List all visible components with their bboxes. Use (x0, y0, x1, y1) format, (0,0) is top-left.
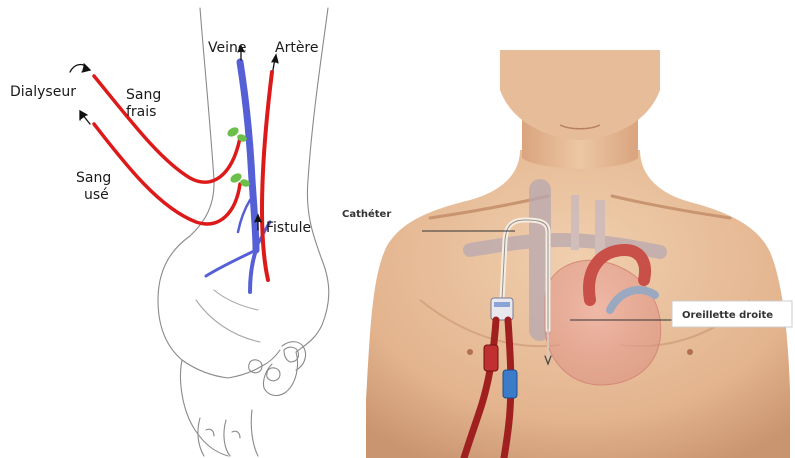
arm-fistula-diagram: Veine Artère Dialyseur Sang frais Sang u… (10, 8, 329, 456)
fresh-blood-line (94, 76, 240, 182)
nipple-left (467, 349, 473, 355)
label-dialyseur: Dialyseur (10, 84, 76, 100)
label-veine: Veine (208, 40, 246, 56)
label-catheter: Cathéter (342, 208, 391, 220)
needle-clamp-upper (226, 126, 248, 143)
label-sang-use-line2: usé (84, 187, 109, 203)
catheter-hub (491, 298, 513, 320)
artery (262, 72, 272, 280)
label-fistule: Fistule (266, 220, 311, 236)
label-artere: Artère (275, 40, 319, 56)
chest-catheter-diagram: Cathéter Oreillette droite (342, 50, 792, 458)
label-oreillette-droite: Oreillette droite (682, 310, 773, 321)
used-blood-line (94, 124, 240, 224)
label-sang-use-line1: Sang (76, 170, 111, 186)
nipple-right (687, 349, 693, 355)
label-sang-frais-line2: frais (126, 104, 156, 120)
label-sang-frais-line1: Sang (126, 87, 161, 103)
